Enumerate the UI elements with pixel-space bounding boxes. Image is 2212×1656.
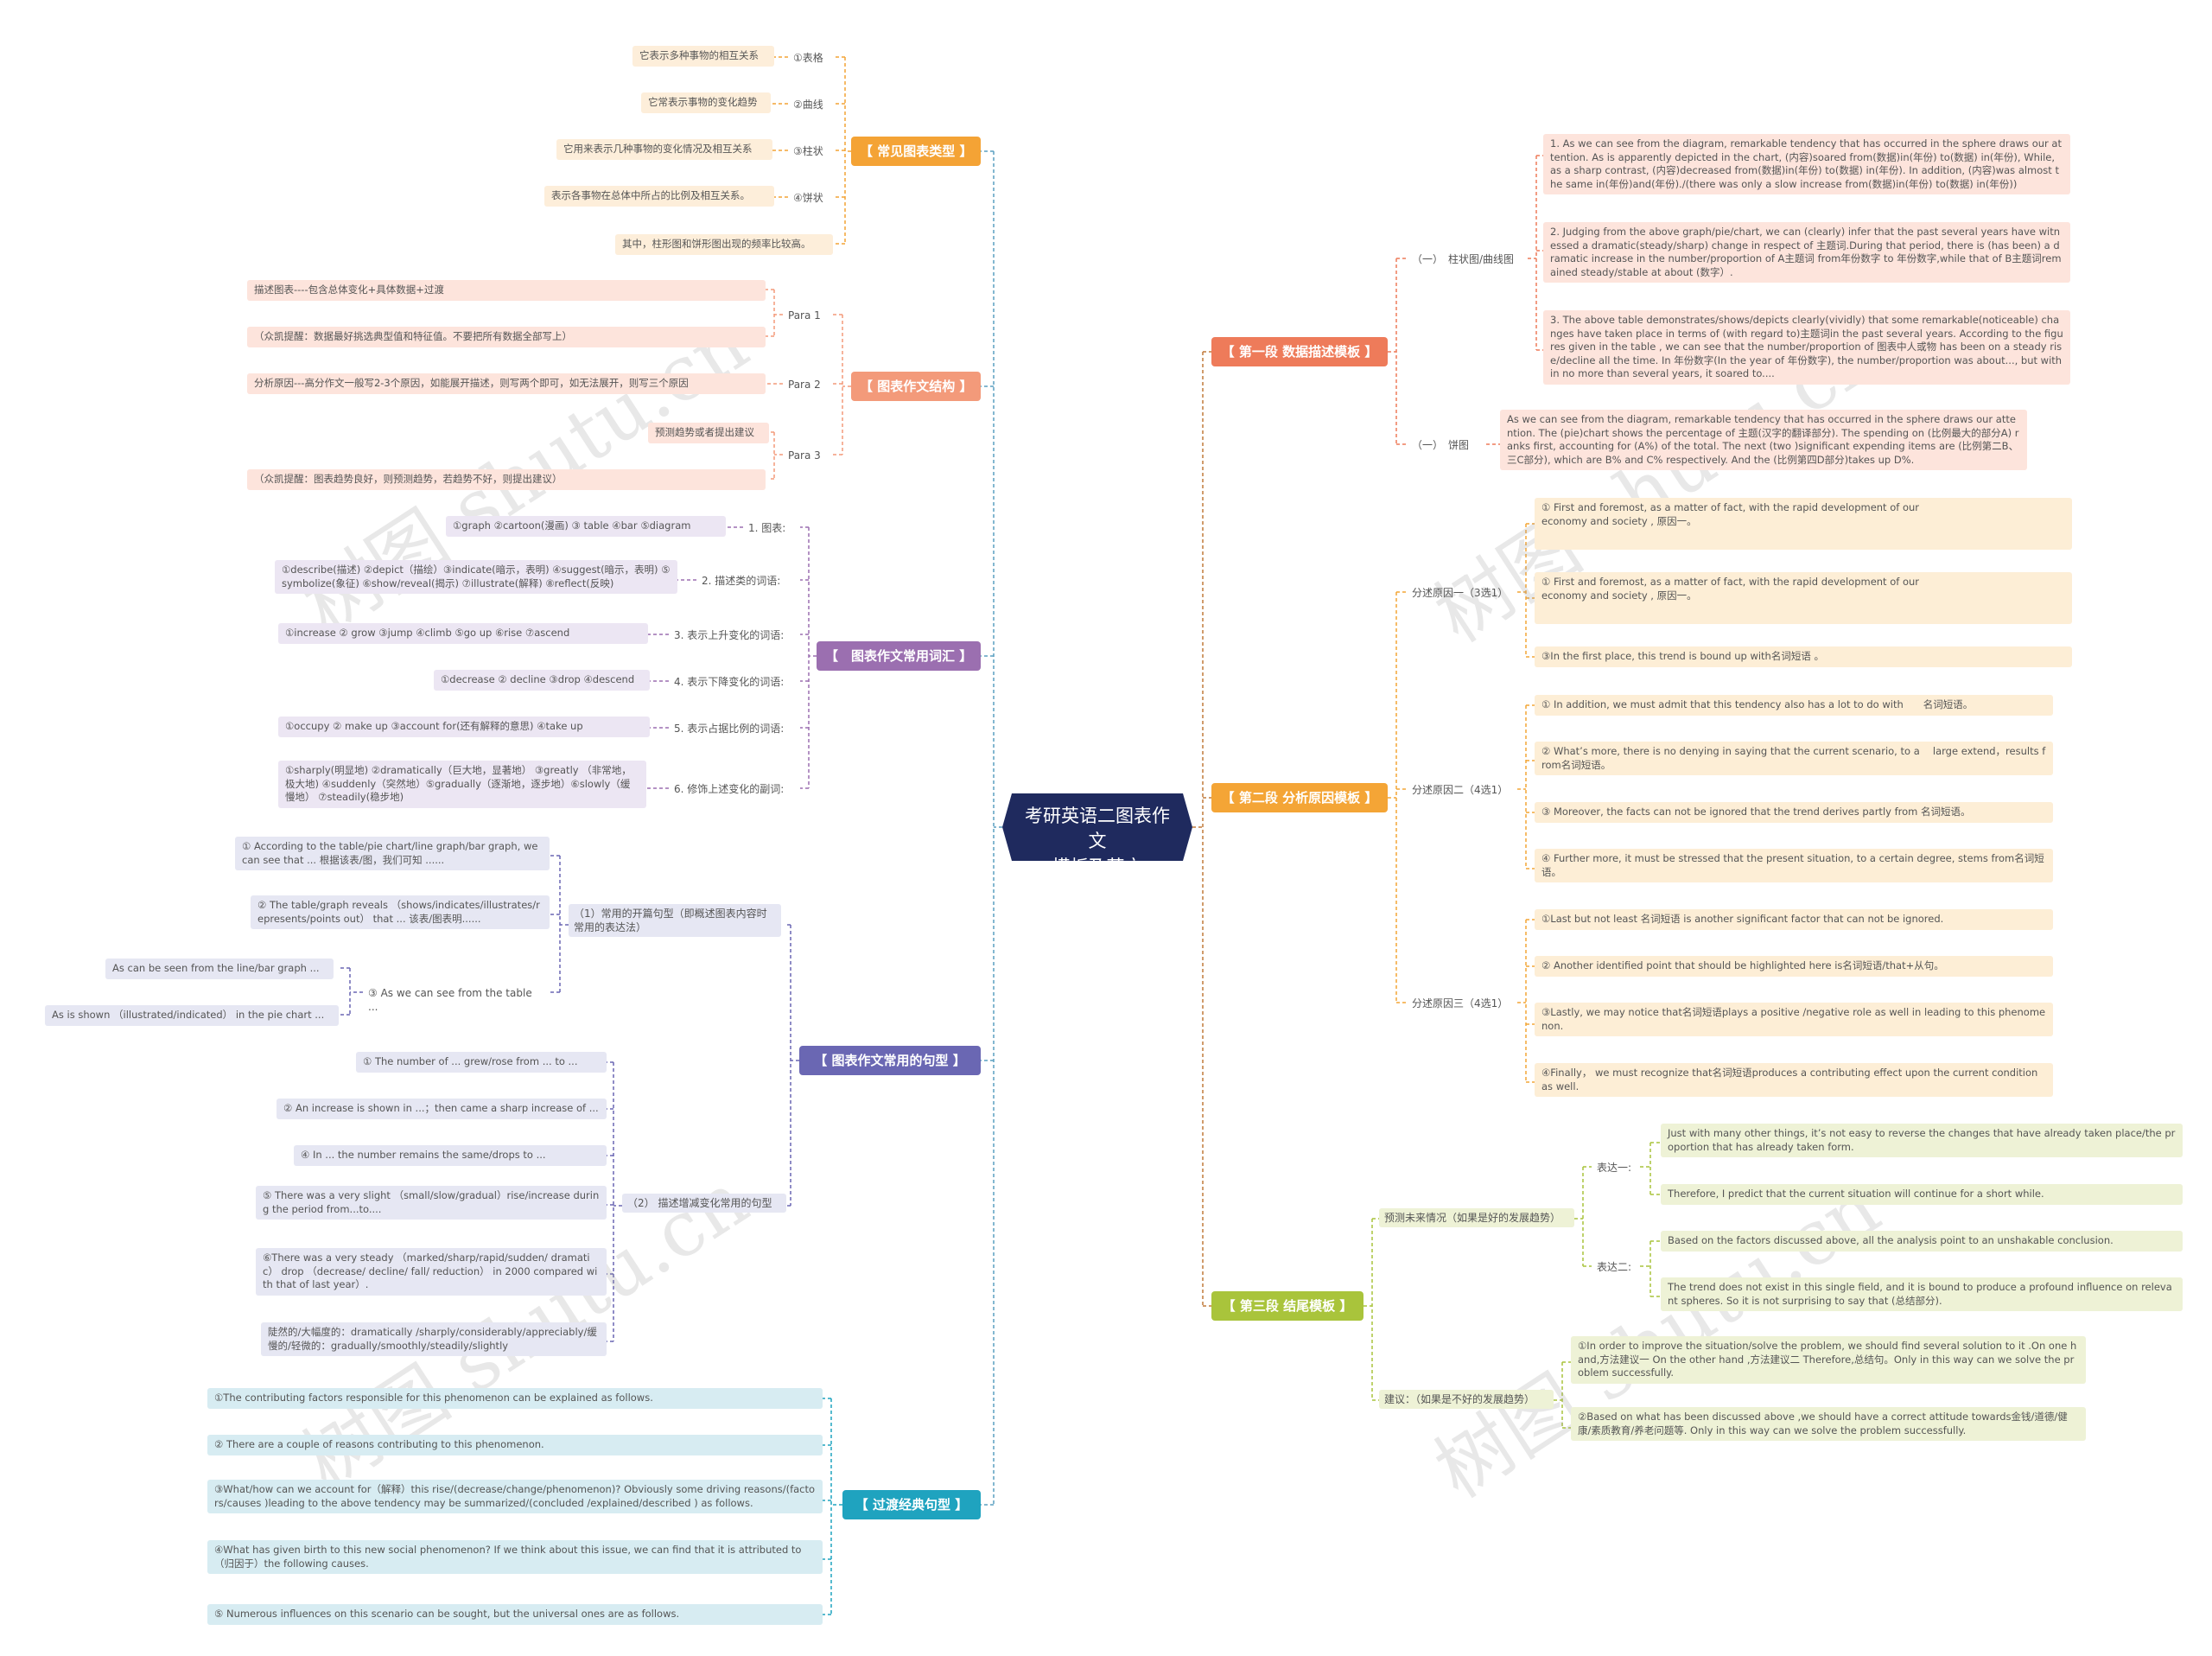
branch-common-sentence-patterns[interactable]: 【 图表作文常用的句型 】 bbox=[799, 1046, 981, 1075]
para2-label[interactable]: Para 2 bbox=[788, 379, 821, 391]
para1-item[interactable]: 描述图表----包含总体变化+具体数据+过渡 bbox=[247, 280, 766, 301]
reason-item[interactable]: ④ Further more, it must be stressed that… bbox=[1535, 849, 2053, 883]
para2-item[interactable]: 分析原因---高分作文一般写2-3个原因，如能展开描述，则写两个即可，如无法展开… bbox=[247, 373, 766, 394]
vocab-category[interactable]: 6. 修饰上述变化的副词: bbox=[674, 783, 785, 795]
sentence-item[interactable]: ② An increase is shown in ...；then came … bbox=[276, 1099, 607, 1119]
central-topic-line1: 考研英语二图表作文 bbox=[1025, 806, 1170, 852]
sentence-item[interactable]: ④ In ... the number remains the same/dro… bbox=[294, 1145, 607, 1166]
reason-item[interactable]: ① First and foremost, as a matter of fac… bbox=[1535, 572, 2072, 624]
conclusion-item[interactable]: Therefore, I predict that the current si… bbox=[1661, 1184, 2183, 1205]
sentence-item[interactable]: ① According to the table/pie chart/line … bbox=[235, 837, 550, 871]
sentence-group[interactable]: （1）常用的开篇句型（即概述图表内容时常用的表达法） bbox=[569, 904, 781, 938]
reason-item[interactable]: ③In the first place, this trend is bound… bbox=[1535, 646, 2072, 667]
sentence-item[interactable]: 陡然的/大幅度的：dramatically /sharply/considera… bbox=[261, 1322, 607, 1357]
branch-paragraph2-reason-template[interactable]: 【 第二段 分析原因模板 】 bbox=[1211, 783, 1388, 812]
type-desc[interactable]: 表示各事物在总体中所占的比例及相互关系。 bbox=[544, 186, 774, 207]
sentence-item[interactable]: ⑥There was a very steady （marked/sharp/r… bbox=[256, 1248, 607, 1296]
branch-transition-sentences[interactable]: 【 过渡经典句型 】 bbox=[842, 1490, 981, 1519]
conclusion-item[interactable]: The trend does not exist in this single … bbox=[1661, 1277, 2183, 1312]
transition-item[interactable]: ② There are a couple of reasons contribu… bbox=[207, 1435, 823, 1455]
vocab-category[interactable]: 5. 表示占据比例的词语: bbox=[674, 723, 785, 735]
reason-group[interactable]: 分述原因一（3选1） bbox=[1412, 587, 1509, 599]
expression-label[interactable]: 表达一: bbox=[1597, 1162, 1632, 1174]
type-note[interactable]: 其中，柱形图和饼形图出现的频率比较高。 bbox=[615, 234, 833, 255]
transition-item[interactable]: ⑤ Numerous influences on this scenario c… bbox=[207, 1604, 823, 1625]
sentence-sub-item[interactable]: As can be seen from the line/bar graph .… bbox=[105, 959, 334, 979]
reason-item[interactable]: ② Another identified point that should b… bbox=[1535, 956, 2053, 977]
transition-item[interactable]: ③What/how can we account for（解释）this ris… bbox=[207, 1480, 823, 1514]
conclusion-item[interactable]: Based on the factors discussed above, al… bbox=[1661, 1231, 2183, 1252]
central-topic-line2: 模板及范文 bbox=[1052, 856, 1143, 877]
transition-item[interactable]: ④What has given birth to this new social… bbox=[207, 1540, 823, 1575]
vocab-words[interactable]: ①describe(描述) ②depict（描绘）③indicate(暗示，表明… bbox=[275, 560, 677, 595]
reason-item[interactable]: ② What’s more, there is no denying in sa… bbox=[1535, 742, 2053, 776]
type-desc[interactable]: 它用来表示几种事物的变化情况及相互关系 bbox=[556, 139, 772, 160]
para1-item[interactable]: （众凯提醒：数据最好挑选典型值和特征值。不要把所有数据全部写上） bbox=[247, 327, 766, 347]
branch-paragraph3-conclusion-template[interactable]: 【 第三段 结尾模板 】 bbox=[1211, 1291, 1363, 1321]
central-topic[interactable]: 考研英语二图表作文 模板及范文 bbox=[1002, 793, 1192, 861]
type-desc[interactable]: 它常表示事物的变化趋势 bbox=[641, 92, 771, 113]
type-label[interactable]: ④饼状 bbox=[793, 192, 823, 204]
vocab-words[interactable]: ①sharply(明显地) ②dramatically（巨大地，显著地） ③gr… bbox=[278, 761, 646, 808]
vocab-words[interactable]: ①decrease ② decline ③drop ④descend bbox=[434, 670, 650, 691]
template-paragraph[interactable]: 3. The above table demonstrates/shows/de… bbox=[1543, 310, 2070, 385]
reason-group[interactable]: 分述原因三（4选1） bbox=[1412, 997, 1509, 1010]
vocab-words[interactable]: ①occupy ② make up ③account for(还有解释的意思) … bbox=[278, 717, 650, 737]
type-desc[interactable]: 它表示多种事物的相互关系 bbox=[632, 46, 774, 67]
vocab-category[interactable]: 1. 图表: bbox=[748, 522, 786, 534]
sentence-sub-item[interactable]: As is shown （illustrated/indicated） in t… bbox=[45, 1005, 339, 1026]
conclusion-group[interactable]: 预测未来情况（如果是好的发展趋势） bbox=[1379, 1208, 1574, 1228]
reason-item[interactable]: ① In addition, we must admit that this t… bbox=[1535, 695, 2053, 716]
sentence-item[interactable]: ② The table/graph reveals （shows/indicat… bbox=[251, 895, 550, 930]
reason-item[interactable]: ③Lastly, we may notice that名词短语plays a p… bbox=[1535, 1003, 2053, 1037]
type-label[interactable]: ③柱状 bbox=[793, 145, 823, 157]
chart-type-label[interactable]: （一） 饼图 bbox=[1412, 439, 1470, 451]
vocab-category[interactable]: 2. 描述类的词语: bbox=[702, 575, 781, 587]
conclusion-item[interactable]: Just with many other things, it’s not ea… bbox=[1661, 1124, 2183, 1158]
expression-label[interactable]: 表达二: bbox=[1597, 1261, 1632, 1273]
conclusion-item[interactable]: ②Based on what has been discussed above … bbox=[1571, 1407, 2086, 1442]
branch-chart-types[interactable]: 【 常见图表类型 】 bbox=[851, 137, 981, 166]
branch-paragraph1-data-template[interactable]: 【 第一段 数据描述模板 】 bbox=[1211, 337, 1388, 366]
vocab-category[interactable]: 3. 表示上升变化的词语: bbox=[674, 629, 785, 641]
type-label[interactable]: ②曲线 bbox=[793, 99, 823, 111]
template-paragraph[interactable]: 1. As we can see from the diagram, remar… bbox=[1543, 134, 2070, 195]
transition-item[interactable]: ①The contributing factors responsible fo… bbox=[207, 1388, 823, 1409]
conclusion-item[interactable]: ①In order to improve the situation/solve… bbox=[1571, 1336, 2086, 1384]
vocab-words[interactable]: ①increase ② grow ③jump ④climb ⑤go up ⑥ri… bbox=[278, 623, 648, 644]
template-paragraph[interactable]: 2. Judging from the above graph/pie/char… bbox=[1543, 222, 2070, 283]
reason-item[interactable]: ③ Moreover, the facts can not be ignored… bbox=[1535, 802, 2053, 823]
template-paragraph[interactable]: As we can see from the diagram, remarkab… bbox=[1500, 410, 2027, 471]
reason-item[interactable]: ①Last but not least 名词短语 is another sign… bbox=[1535, 909, 2053, 930]
chart-type-label[interactable]: （一） 柱状图/曲线图 bbox=[1412, 253, 1515, 265]
para3-item[interactable]: （众凯提醒：图表趋势良好，则预测趋势，若趋势不好，则提出建议） bbox=[247, 469, 766, 490]
vocab-category[interactable]: 4. 表示下降变化的词语: bbox=[674, 676, 785, 688]
para3-item[interactable]: 预测趋势或者提出建议 bbox=[648, 423, 769, 443]
conclusion-group[interactable]: 建议：（如果是不好的发展趋势） bbox=[1379, 1390, 1554, 1410]
sentence-item[interactable]: ③ As we can see from the table ... bbox=[368, 987, 532, 1014]
branch-common-vocabulary[interactable]: 【 图表作文常用词汇 】 bbox=[817, 641, 981, 671]
sentence-item[interactable]: ① The number of ... grew/rose from ... t… bbox=[356, 1052, 607, 1073]
reason-item[interactable]: ① First and foremost, as a matter of fac… bbox=[1535, 498, 2072, 550]
reason-item[interactable]: ④Finally， we must recognize that名词短语prod… bbox=[1535, 1063, 2053, 1098]
para3-label[interactable]: Para 3 bbox=[788, 449, 821, 462]
sentence-item[interactable]: ⑤ There was a very slight （small/slow/gr… bbox=[256, 1186, 607, 1220]
vocab-words[interactable]: ①graph ②cartoon(漫画) ③ table ④bar ⑤diagra… bbox=[446, 516, 726, 537]
sentence-group[interactable]: （2） 描述增减变化常用的句型 bbox=[622, 1194, 786, 1213]
para1-label[interactable]: Para 1 bbox=[788, 309, 821, 322]
branch-essay-structure[interactable]: 【 图表作文结构 】 bbox=[851, 372, 981, 401]
reason-group[interactable]: 分述原因二（4选1） bbox=[1412, 784, 1509, 796]
type-label[interactable]: ①表格 bbox=[793, 52, 823, 64]
